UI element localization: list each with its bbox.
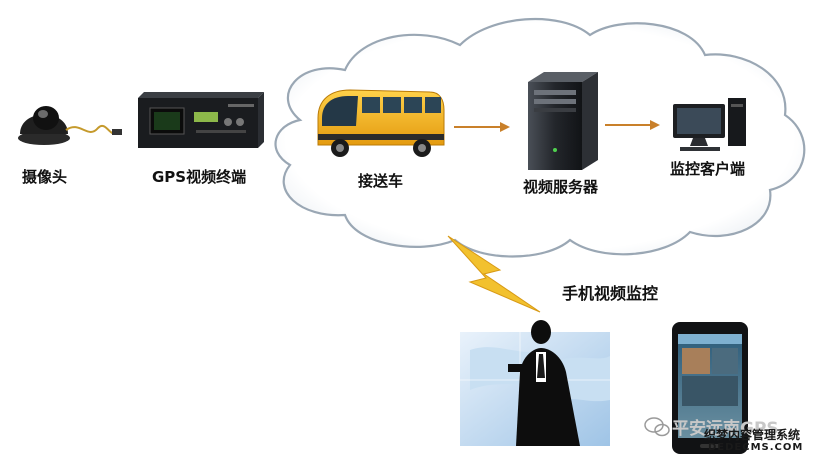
- smartphone-icon: [672, 322, 748, 454]
- client-label: 监控客户端: [670, 160, 746, 178]
- flow-arrow-server-to-client: [605, 120, 660, 130]
- bus-label: 接送车: [358, 172, 404, 190]
- watermark-cms: 织梦内容管理系统: [704, 428, 801, 442]
- dome-camera-icon: [18, 106, 122, 145]
- flow-arrow-bus-to-server: [454, 122, 510, 132]
- dvr-terminal-icon: [138, 92, 264, 148]
- wechat-logo-icon: [644, 417, 670, 437]
- desktop-computer-icon: [673, 98, 746, 151]
- gps-terminal-label: GPS视频终端: [152, 168, 247, 186]
- tower-server-icon: [528, 72, 598, 170]
- watermark-url: DEDECMS.COM: [708, 442, 804, 453]
- mobile-monitoring-label: 手机视频监控: [562, 284, 659, 303]
- camera-label: 摄像头: [22, 168, 68, 186]
- lightning-bolt-icon: [447, 235, 541, 313]
- watermark-brand: 平安远南GPS: [672, 419, 779, 439]
- businessman-with-phone-icon: [460, 320, 610, 446]
- server-label: 视频服务器: [523, 178, 599, 196]
- school-bus-icon: [317, 89, 445, 157]
